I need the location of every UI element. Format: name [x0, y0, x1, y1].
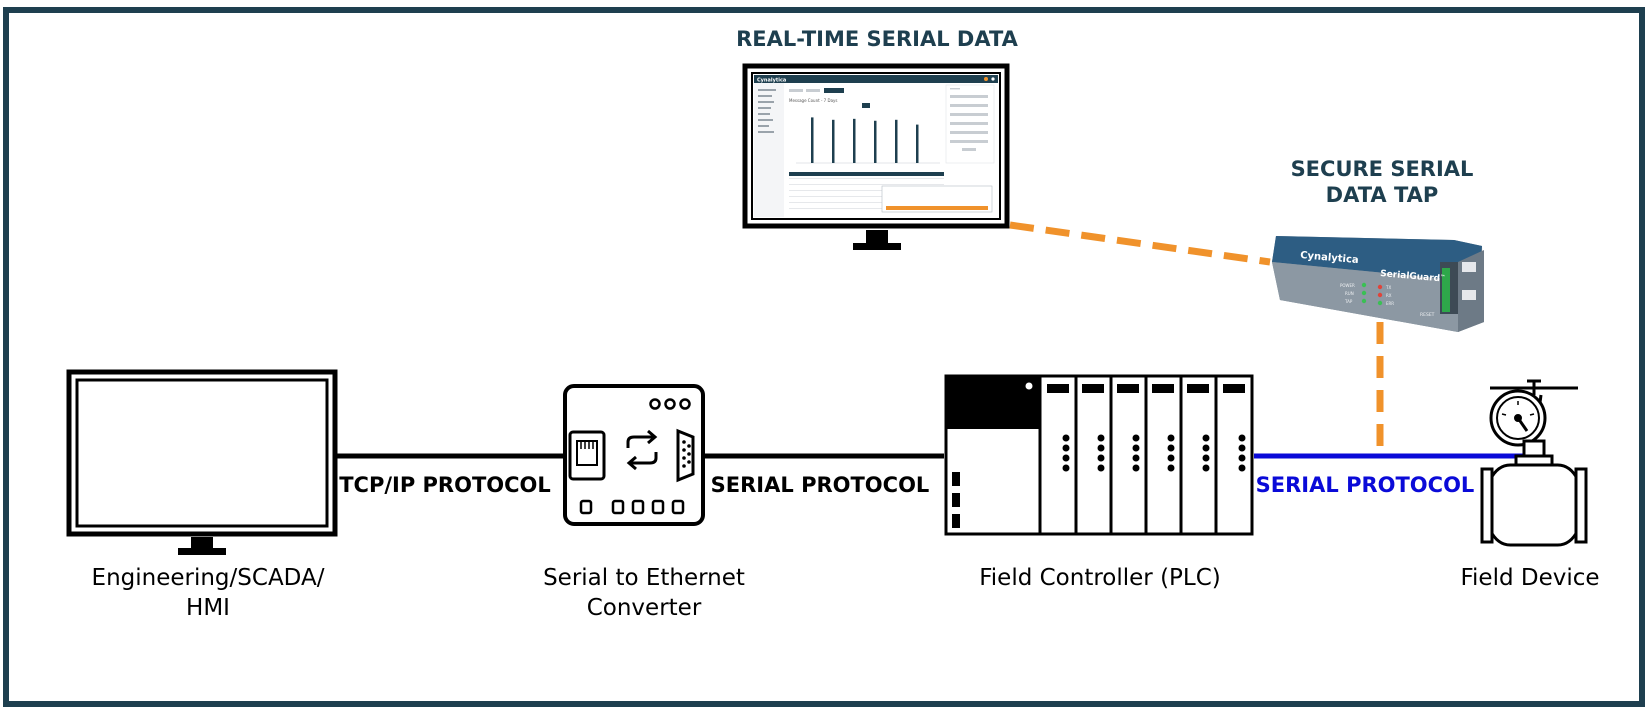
tap-status-leds — [1361, 282, 1383, 306]
tap-led-label-2: RUN — [1345, 291, 1354, 296]
serial-port-icon — [676, 428, 695, 483]
tap-led-label-3: TAP — [1344, 299, 1353, 304]
tap-port-block — [1440, 262, 1476, 314]
tap-title-line2: DATA TAP — [1326, 183, 1439, 207]
tap-led-label-4: TX — [1385, 285, 1391, 290]
field-device-icon — [1480, 379, 1588, 547]
screen-data-table — [789, 172, 944, 209]
monitor-title: REAL-TIME SERIAL DATA — [736, 27, 1019, 51]
screen-chart-bar — [832, 119, 835, 163]
tap-reset-label: RESET — [1420, 312, 1435, 318]
plc-module-1 — [1038, 374, 1078, 536]
ethernet-port-icon — [568, 430, 606, 481]
tap-to-monitor-link — [1009, 221, 1271, 266]
plc-label: Field Controller (PLC) — [979, 565, 1221, 591]
screen-app-brand: Cynalytica — [757, 78, 786, 84]
converter-label-line1: Serial to Ethernet — [543, 565, 745, 591]
serial-protocol-label-2: SERIAL PROTOCOL — [1256, 473, 1475, 497]
serial-tap-device: Cynalytica SerialGuard™ POWER RUN TAP TX… — [1272, 236, 1484, 332]
screen-filter-panel — [945, 84, 995, 164]
plc-module-5 — [1179, 374, 1218, 536]
converter-label-line2: Converter — [587, 595, 702, 621]
screen-chart-bar — [853, 118, 856, 163]
hmi-label-line2: HMI — [186, 595, 230, 621]
hmi-monitor-icon — [66, 369, 338, 555]
screen-app-tabs — [789, 88, 844, 93]
screen-chart-bar — [874, 120, 877, 163]
plc-module-4 — [1144, 374, 1183, 536]
monitor-screen: Cynalytica Message Count - 7 Days — [754, 75, 998, 217]
tap-led-label-1: POWER — [1340, 283, 1355, 288]
pressure-gauge-icon — [1489, 389, 1547, 447]
screen-chart-title: Message Count - 7 Days — [789, 98, 837, 103]
tap-brand-label: Cynalytica — [1300, 250, 1359, 266]
tap-led-label-6: ERR — [1386, 301, 1394, 306]
plc-module-6 — [1214, 374, 1254, 536]
tap-title-line1: SECURE SERIAL — [1291, 157, 1474, 181]
serial-protocol-label-1: SERIAL PROTOCOL — [711, 473, 930, 497]
tap-led-label-5: RX — [1386, 293, 1392, 298]
tcp-ip-protocol-label: TCP/IP PROTOCOL — [339, 473, 551, 497]
screen-chart-bar — [811, 117, 814, 163]
screen-bar-chart — [796, 117, 940, 164]
hmi-label-line1: Engineering/SCADA/ — [92, 565, 325, 591]
screen-app-header — [754, 75, 998, 83]
field-device-label: Field Device — [1460, 565, 1599, 591]
plc-module-2 — [1074, 374, 1113, 536]
converter-icon — [563, 384, 705, 526]
screen-chart-bar — [895, 119, 898, 163]
screen-chart-bar — [916, 124, 919, 163]
plc-icon — [944, 374, 1254, 536]
plc-module-3 — [1109, 374, 1148, 536]
screen-app-sidebar — [754, 83, 784, 217]
swap-arrows-icon — [626, 429, 658, 471]
screen-popup — [881, 185, 993, 213]
